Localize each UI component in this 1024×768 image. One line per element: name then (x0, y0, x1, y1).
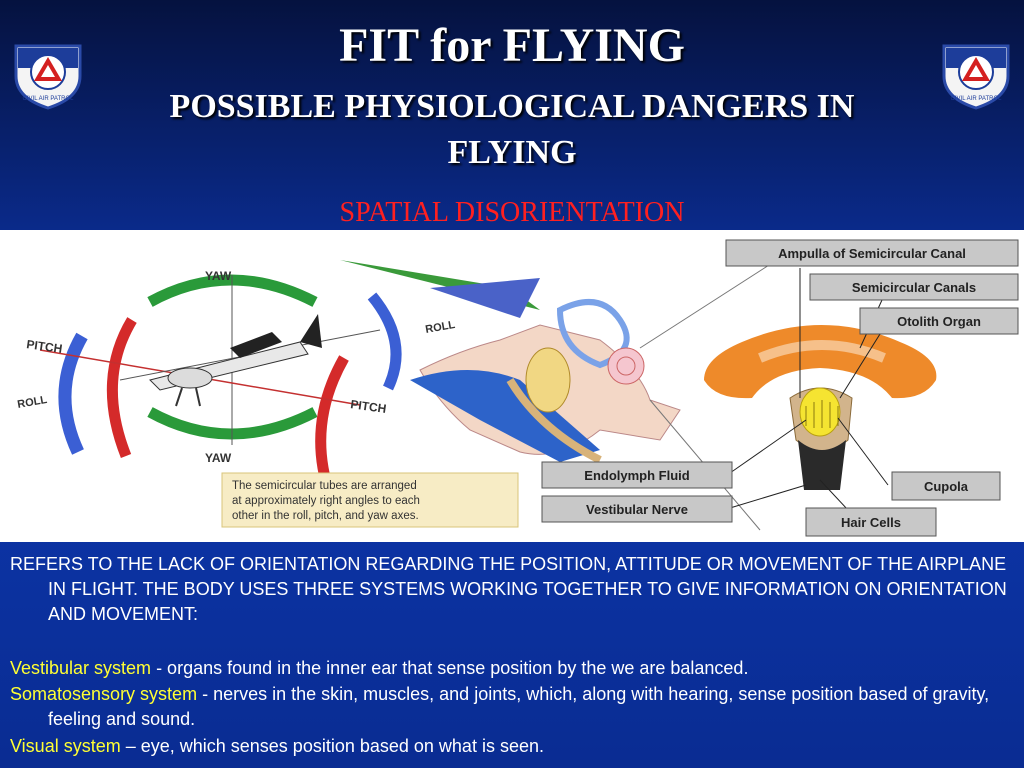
system-item-vestibular: Vestibular system - organs found in the … (10, 656, 1014, 681)
pitch-left-label: PITCH (26, 337, 64, 356)
label-vestibular-nerve: Vestibular Nerve (586, 502, 688, 517)
pitch-right-label: PITCH (350, 397, 388, 416)
slide-subtitle: POSSIBLE PHYSIOLOGICAL DANGERS IN FLYING (169, 88, 855, 171)
section-title: SPATIAL DISORIENTATION (339, 197, 685, 228)
caption-line-3: other in the roll, pitch, and yaw axes. (232, 510, 419, 522)
system-description: – eye, which senses position based on wh… (120, 736, 544, 756)
label-hair-cells: Hair Cells (841, 515, 901, 530)
roll-right-label: ROLL (424, 319, 456, 336)
roll-left-label: ROLL (16, 394, 48, 411)
system-description: - organs found in the inner ear that sen… (151, 658, 749, 678)
label-endolymph-fluid: Endolymph Fluid (584, 468, 689, 483)
system-item-visual: Visual system – eye, which senses positi… (10, 734, 1014, 759)
civil-air-patrol-logo-right: CIVIL AIR PATROL (942, 44, 1010, 110)
label-cupola: Cupola (924, 479, 969, 494)
slide-title: FIT for FLYING (339, 19, 685, 72)
system-description: - nerves in the skin, muscles, and joint… (48, 684, 990, 729)
yaw-bottom-label: YAW (205, 451, 232, 465)
caption-line-1: The semicircular tubes are arranged (232, 480, 417, 492)
intro-paragraph: REFERS TO THE LACK OF ORIENTATION REGARD… (10, 554, 1007, 624)
vestibular-diagram: YAW YAW PITCH PITCH ROLL ROLL The semici… (0, 230, 1024, 542)
system-term: Somatosensory system (10, 684, 198, 704)
label-ampulla: Ampulla of Semicircular Canal (778, 246, 966, 261)
civil-air-patrol-logo-left: CIVIL AIR PATROL (14, 44, 82, 110)
logo-text: CIVIL AIR PATROL (23, 96, 75, 102)
yaw-top-label: YAW (205, 269, 232, 283)
label-otolith-organ: Otolith Organ (897, 314, 981, 329)
system-term: Vestibular system (10, 658, 152, 678)
system-term: Visual system (10, 736, 121, 756)
system-item-somatosensory: Somatosensory system - nerves in the ski… (10, 682, 1014, 732)
label-semicircular-canals: Semicircular Canals (852, 280, 976, 295)
logo-text: CIVIL AIR PATROL (951, 96, 1003, 102)
caption-line-2: at approximately right angles to each (232, 495, 420, 507)
